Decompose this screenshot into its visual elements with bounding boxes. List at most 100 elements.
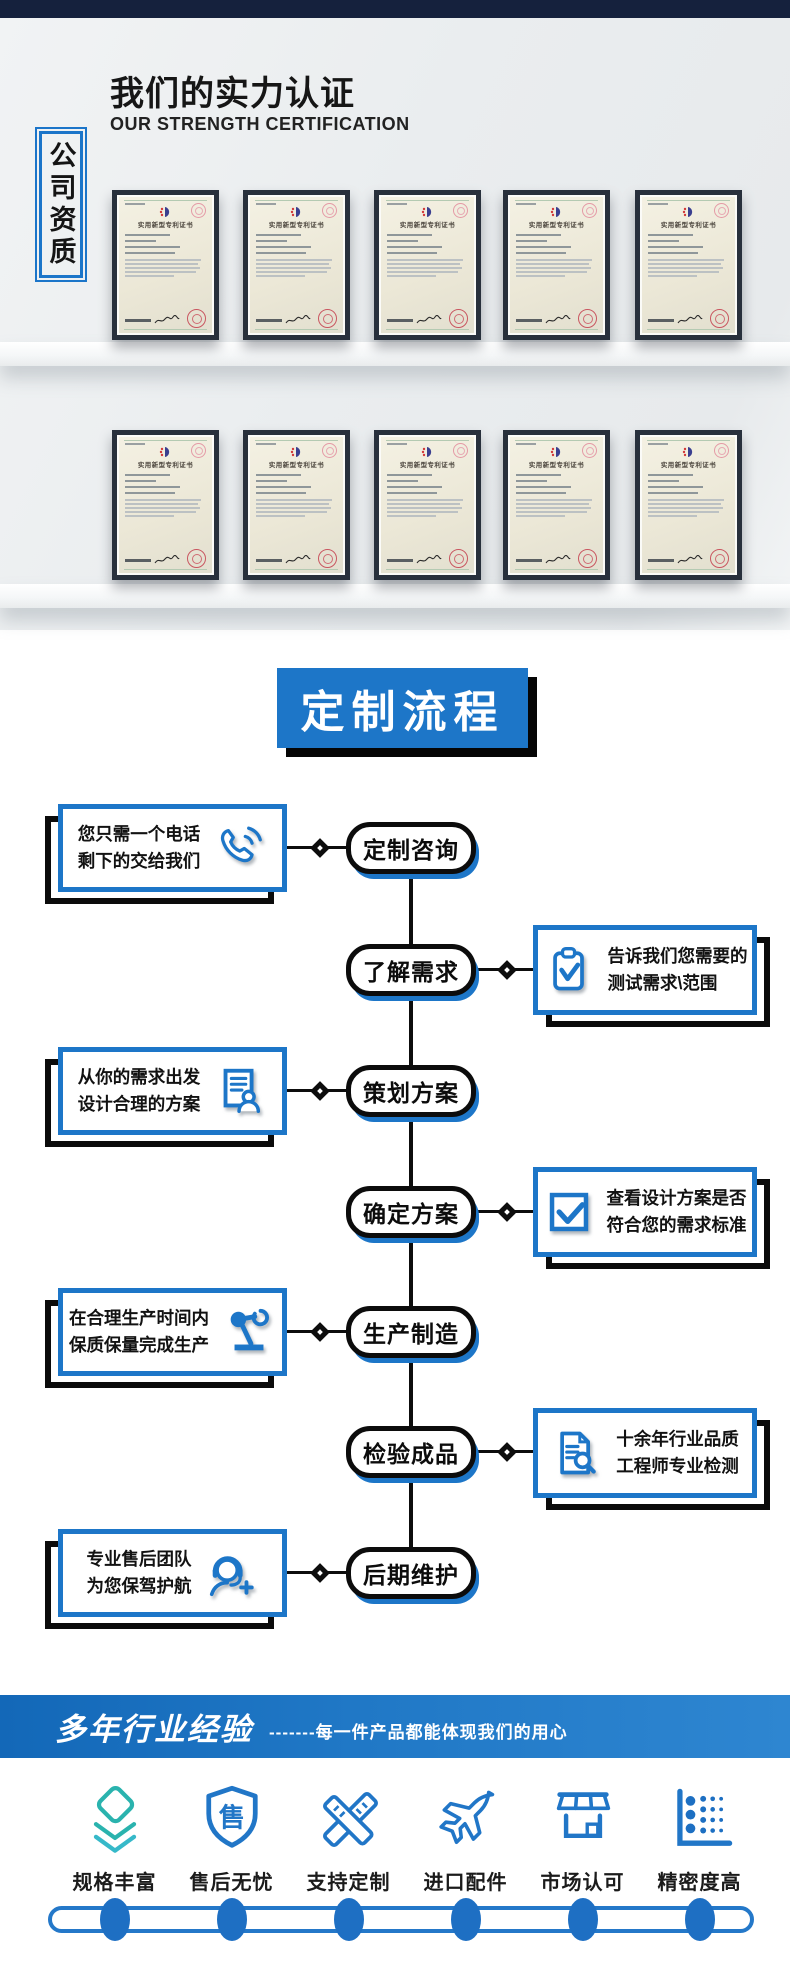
certificate-frame: 实用新型专利证书	[374, 430, 481, 580]
signature-icon	[677, 315, 703, 324]
feature-label: 精密度高	[657, 1872, 742, 1894]
seal-icon	[578, 549, 597, 568]
experience-title: 多年行业经验	[55, 1712, 253, 1747]
shield-icon: 售	[205, 1785, 258, 1848]
stamp-icon	[453, 203, 468, 218]
flow-info-box: 从你的需求出发设计合理的方案	[58, 1047, 287, 1135]
certificate-paper: 实用新型专利证书	[248, 195, 345, 335]
top-navy-bar	[0, 0, 790, 18]
feature-label: 售后无忧	[189, 1872, 274, 1894]
experience-tagline: -------每一件产品都能体现我们的用心	[269, 1723, 568, 1742]
shelf-top	[0, 342, 790, 366]
flow-info-box: 告诉我们您需要的测试需求\范围	[533, 925, 757, 1015]
stamp-icon	[191, 443, 206, 458]
flow-node: 定制咨询	[346, 822, 476, 874]
certificate-paper: 实用新型专利证书	[248, 435, 345, 575]
certificate-frame: 实用新型专利证书	[112, 430, 219, 580]
patent-logo-icon	[550, 447, 560, 457]
certificate-title: 实用新型专利证书	[268, 222, 325, 229]
feature-label: 规格丰富	[72, 1872, 157, 1894]
checkbox-icon	[549, 1192, 588, 1232]
diamond-connector-icon	[497, 1202, 517, 1222]
stamp-icon	[714, 203, 729, 218]
diamond-connector-icon	[310, 1081, 330, 1101]
certificate-title: 实用新型专利证书	[528, 222, 585, 229]
diamond-connector-icon	[497, 960, 517, 980]
certificate-paper: 实用新型专利证书	[117, 435, 214, 575]
certificate-title: 实用新型专利证书	[399, 222, 456, 229]
company-qualification-badge: 公司资质	[35, 127, 87, 282]
feature-label: 进口配件	[423, 1872, 508, 1894]
certificate-paper: 实用新型专利证书	[508, 195, 605, 335]
phone-icon	[221, 826, 263, 863]
inspect-document-icon	[560, 1431, 597, 1475]
seal-icon	[449, 309, 468, 328]
diamond-connector-icon	[497, 1442, 517, 1462]
certificate-title: 实用新型专利证书	[660, 462, 717, 469]
flow-info-text: 从你的需求出发设计合理的方案	[77, 1066, 201, 1114]
stamp-icon	[453, 443, 468, 458]
flow-node: 生产制造	[346, 1306, 476, 1358]
flow-node: 确定方案	[346, 1186, 476, 1238]
dot-chart-icon	[676, 1788, 732, 1846]
certificate-frame: 实用新型专利证书	[503, 430, 610, 580]
signature-icon	[416, 555, 442, 564]
badge-label: 公司资质	[45, 140, 76, 269]
signature-icon	[285, 315, 311, 324]
shelf-bottom	[0, 584, 790, 608]
certificate-title: 实用新型专利证书	[660, 222, 717, 229]
timeline-dot	[100, 1898, 130, 1941]
certificate-frame: 实用新型专利证书	[503, 190, 610, 340]
flow-info-text: 告诉我们您需要的测试需求\范围	[607, 945, 748, 993]
signature-icon	[545, 315, 571, 324]
certificate-frame: 实用新型专利证书	[374, 190, 481, 340]
diamond-connector-icon	[310, 1563, 330, 1583]
flow-info-text: 您只需一个电话剩下的交给我们	[77, 823, 201, 871]
aftersales-headset-icon	[209, 1556, 254, 1597]
flow-node: 后期维护	[346, 1547, 476, 1599]
flow-info-box: 您只需一个电话剩下的交给我们	[58, 804, 287, 892]
certificate-frame: 实用新型专利证书	[635, 430, 742, 580]
robot-arm-icon	[230, 1308, 269, 1351]
timeline-dot	[451, 1898, 481, 1941]
timeline-dot	[685, 1898, 715, 1941]
flow-info-text: 十余年行业品质工程师专业检测	[616, 1428, 739, 1476]
stamp-icon	[191, 203, 206, 218]
signature-icon	[154, 555, 180, 564]
certificate-paper: 实用新型专利证书	[379, 195, 476, 335]
section-title: 我们的实力认证	[110, 75, 355, 113]
flow-info-box: 十余年行业品质工程师专业检测	[533, 1408, 757, 1498]
stamp-icon	[582, 443, 597, 458]
process-title: 定制流程	[277, 668, 528, 748]
seal-icon	[318, 309, 337, 328]
seal-icon	[449, 549, 468, 568]
signature-icon	[677, 555, 703, 564]
patent-logo-icon	[421, 207, 431, 217]
svg-text:售: 售	[218, 1802, 244, 1832]
timeline-dot	[568, 1898, 598, 1941]
feature-item: 市场认可	[524, 1780, 641, 1895]
tools-icon	[322, 1792, 378, 1848]
certificate-frame: 实用新型专利证书	[243, 430, 350, 580]
feature-item: 售 售后无忧	[173, 1780, 290, 1895]
certificate-paper: 实用新型专利证书	[640, 435, 737, 575]
flow-info-text: 查看设计方案是否符合您的需求标准	[606, 1187, 747, 1235]
patent-logo-icon	[682, 207, 692, 217]
certificate-paper: 实用新型专利证书	[508, 435, 605, 575]
seal-icon	[187, 549, 206, 568]
certificate-title: 实用新型专利证书	[268, 462, 325, 469]
patent-logo-icon	[290, 207, 300, 217]
seal-icon	[710, 309, 729, 328]
timeline-dot	[217, 1898, 247, 1941]
patent-logo-icon	[159, 447, 169, 457]
feature-item: 进口配件	[407, 1780, 524, 1895]
certificate-title: 实用新型专利证书	[137, 462, 194, 469]
certificate-paper: 实用新型专利证书	[117, 195, 214, 335]
flow-info-box: 在合理生产时间内保质保量完成生产	[58, 1288, 287, 1376]
signature-icon	[545, 555, 571, 564]
feature-list: 规格丰富 售 售后无忧 支持定制 进口配件 市场认可 精密度高	[56, 1780, 758, 1895]
flow-node: 策划方案	[346, 1065, 476, 1117]
flow-info-box: 查看设计方案是否符合您的需求标准	[533, 1167, 757, 1257]
stamp-icon	[322, 443, 337, 458]
certificate-paper: 实用新型专利证书	[640, 195, 737, 335]
